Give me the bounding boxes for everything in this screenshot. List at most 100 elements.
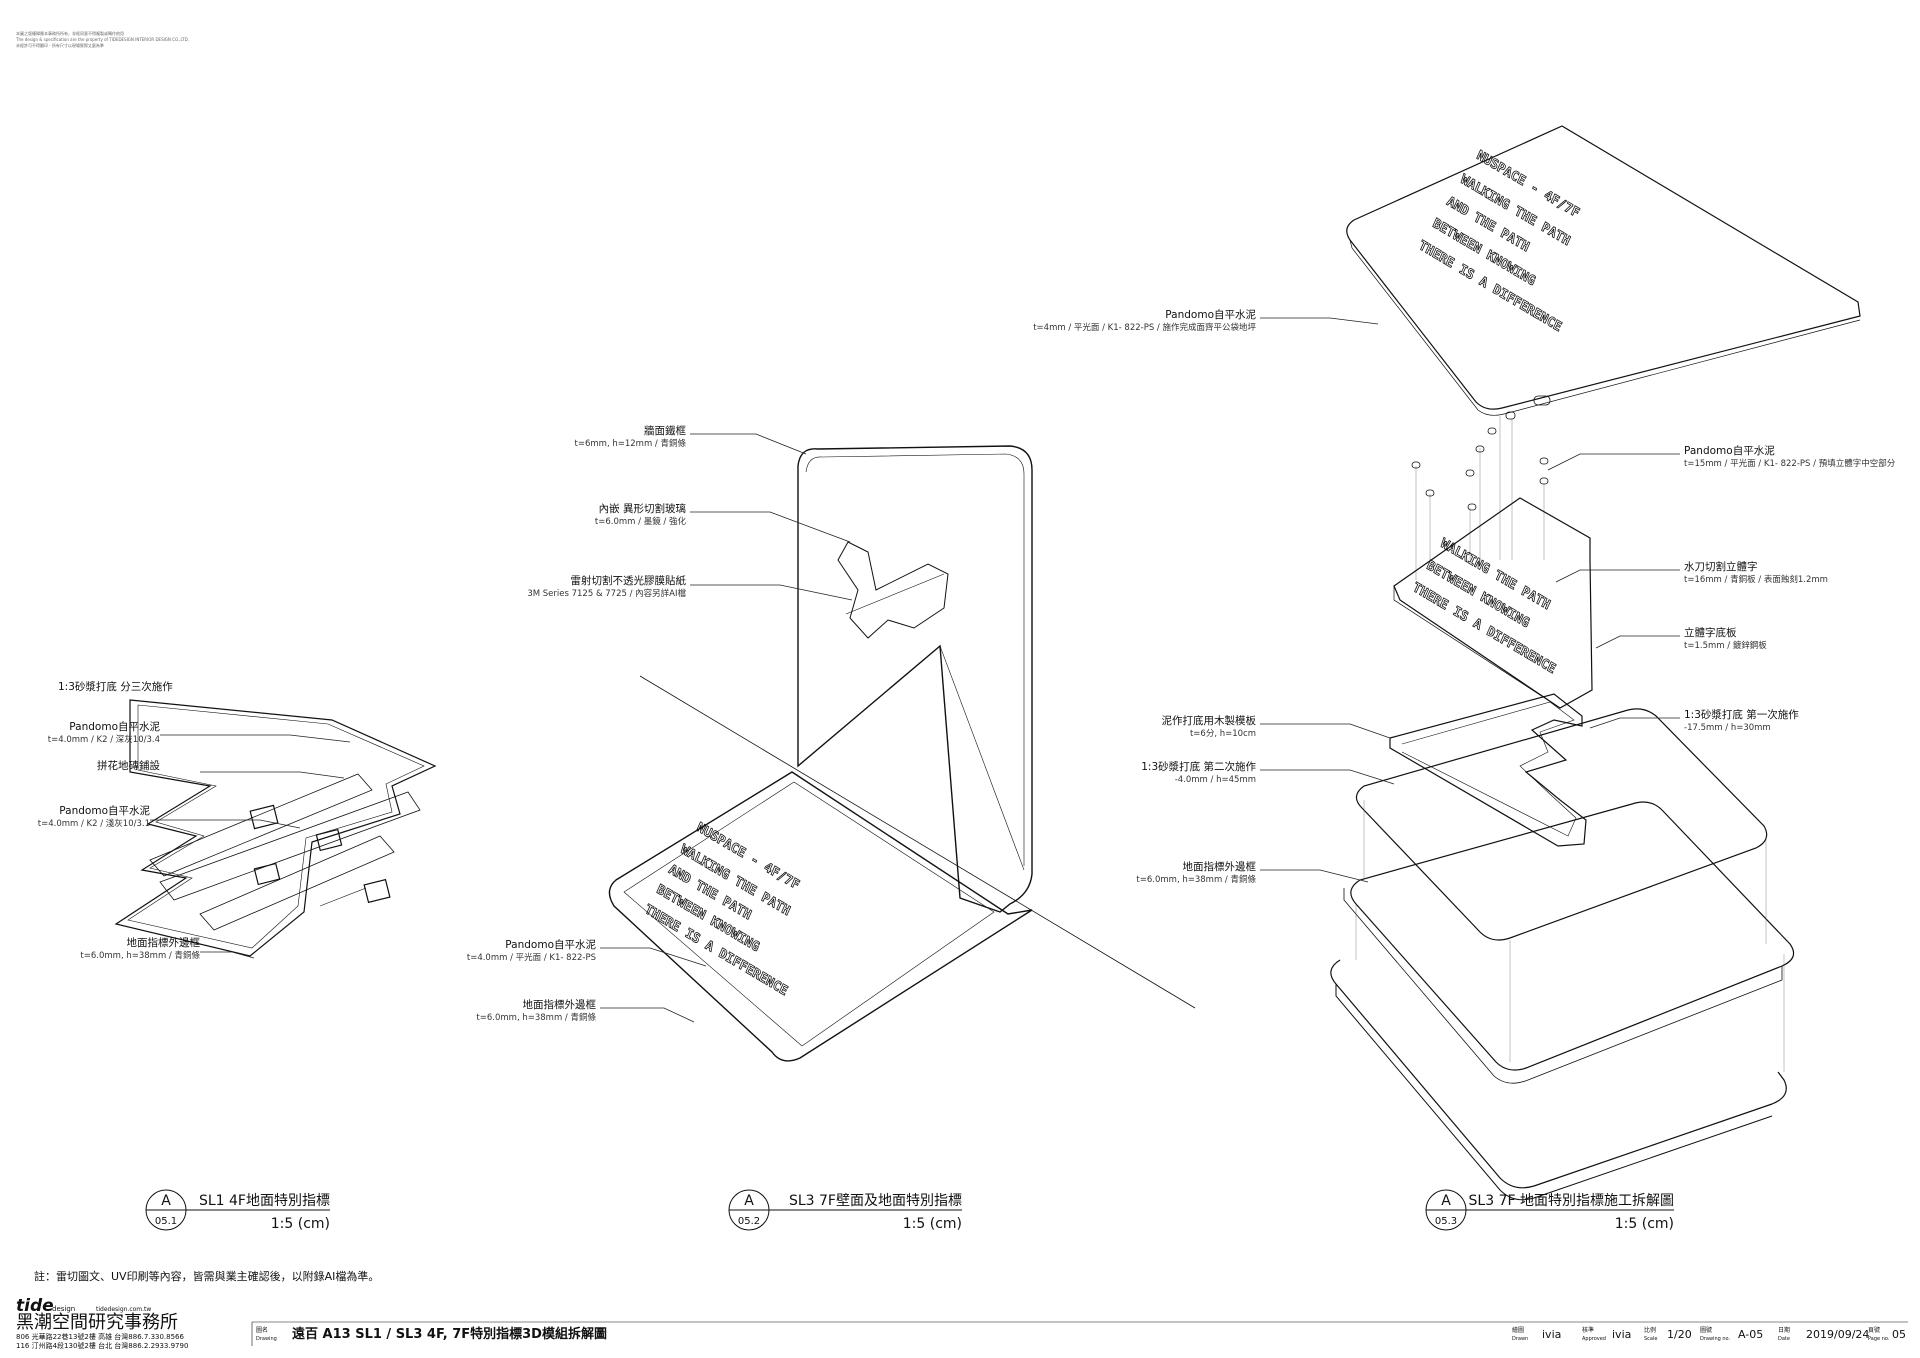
callout-sub: t=6分, h=10cm (1190, 729, 1256, 739)
floor-panel-inner (623, 781, 995, 1047)
callout-sub: t=4mm / 平光面 / K1- 822-PS / 施作完成面齊平公袋地坪 (1033, 322, 1256, 333)
drawing-title-2: A 05.2 SL3 7F壁面及地面特別指標 1:5 (cm) (728, 1189, 962, 1232)
exploded-top-plate (1346, 125, 1861, 410)
section-ref: 05.2 (738, 1216, 760, 1227)
drawing-scale: 1:5 (cm) (271, 1216, 330, 1232)
callout-title: 牆面鐵框 (644, 424, 686, 437)
callout-title: 1:3砂漿打底 第二次施作 (1141, 760, 1256, 773)
drawing-scale: 1:5 (cm) (1615, 1216, 1674, 1232)
drawing-title-3: A 05.3 SL3 7F 地面特別指標施工拆解圖 1:5 (cm) (1425, 1189, 1674, 1232)
field-value: A-05 (1738, 1328, 1763, 1341)
field-label-en: Page no. (1868, 1336, 1890, 1342)
callout-title: Pandomo自平水泥 (1165, 308, 1256, 321)
general-note: 註：雷切圖文、UV印刷等內容，皆需與業主確認後，以附錄AI檔為準。 (34, 1269, 379, 1283)
callout-title: Pandomo自平水泥 (505, 938, 596, 951)
callout-title: 內嵌 異形切割玻璃 (599, 502, 686, 515)
title-field: 頁號 Page no. 05 (1868, 1326, 1906, 1342)
callout-title: 地面指標外邊框 (127, 936, 201, 949)
firm-name: 黑潮空間研究事務所 (16, 1312, 178, 1333)
sl3-exploded-callouts: Pandomo自平水泥 t=4mm / 平光面 / K1- 822-PS / 施… (1033, 308, 1895, 885)
section-letter: A (161, 1193, 171, 1209)
section-ref: 05.1 (155, 1216, 177, 1227)
sl1-band (199, 835, 395, 931)
field-label: 頁號 (1868, 1326, 1880, 1334)
callout-title: Pandomo自平水泥 (59, 804, 150, 817)
fine-print-line: 本圖之版權歸屬本事務所所有，非經同意不得複製或轉作他用 (16, 30, 124, 36)
field-label-en: Scale (1644, 1336, 1657, 1342)
callout-title: 立體字底板 (1684, 626, 1737, 639)
callout-sub: t=4.0mm / K2 / 淺灰10/3.1 (38, 818, 150, 829)
exploded-base-plate (1355, 708, 1768, 941)
callout-sub: t=6.0mm, h=38mm / 青銅條 (1136, 874, 1256, 885)
title-field: 繪圖 Drawn ivia (1512, 1326, 1561, 1342)
wall-panel-inner (805, 453, 1025, 866)
section-ref: 05.3 (1435, 1216, 1457, 1227)
title-block: tide design tidedesign.com.tw 黑潮空間研究事務所 … (16, 1296, 1908, 1350)
sl1-icon-box (363, 878, 391, 904)
sl1-band (149, 773, 373, 877)
sl3-exploded-leaders (1260, 317, 1680, 883)
callout-title: 雷射切割不透光膠膜貼紙 (571, 574, 687, 587)
title-field: 日期 Date 2019/09/24 (1778, 1326, 1869, 1342)
firm-logo-sub: design (52, 1305, 75, 1313)
field-label-en: Approved (1582, 1336, 1606, 1342)
drawing-title: SL3 7F 地面特別指標施工拆解圖 (1469, 1193, 1674, 1209)
field-label: 圖號 (1700, 1326, 1712, 1334)
field-label: 核準 (1582, 1326, 1594, 1334)
floor-panel (608, 771, 1033, 1062)
callout-title: 泥作打底用木製模板 (1162, 714, 1257, 727)
drawing-label: 圖名 (256, 1326, 268, 1334)
header-fine-print: 本圖之版權歸屬本事務所所有，非經同意不得複製或轉作他用 The design &… (15, 30, 189, 48)
callout-title: 1:3砂漿打底 第一次施作 (1684, 708, 1799, 721)
sl3-floor-text: NUSPACE - 4F/7F WALKING THE PATH AND THE… (642, 820, 802, 1000)
field-value: ivia (1612, 1328, 1631, 1341)
field-value: 2019/09/24 (1806, 1328, 1869, 1341)
sl3-wall-leaders (600, 433, 853, 1023)
callout-title: 拼花地磚鋪設 (97, 759, 160, 772)
field-value: 05 (1892, 1328, 1906, 1341)
sl3-exploded-text: NUSPACE - 4F/7F WALKING THE PATH AND THE… (1410, 148, 1582, 678)
callout-sub: t=4.0mm / 平光面 / K1- 822-PS (467, 952, 596, 963)
fine-print-line: 未經許可不得翻印 · 所有尺寸以現場實際丈量為準 (16, 42, 104, 48)
section-letter: A (1441, 1193, 1451, 1209)
drawing-scale: 1:5 (cm) (903, 1216, 962, 1232)
callout-sub: t=16mm / 青銅板 / 表面蝕刻1.2mm (1684, 574, 1828, 585)
callout-sub: 3M Series 7125 & 7725 / 內容另詳AI檔 (527, 588, 686, 599)
exploded-bottom-frame (1330, 959, 1787, 1189)
sl1-drawing (114, 699, 437, 957)
callout-sub: t=15mm / 平光面 / K1- 822-PS / 預填立體字中空部分 (1684, 458, 1896, 469)
callout-title: 地面指標外邊框 (523, 998, 597, 1011)
drawing-title: SL1 4F地面特別指標 (199, 1193, 330, 1209)
sl1-leaders (150, 734, 351, 959)
exploded-base-plate (1350, 801, 1795, 1071)
sl1-outline (114, 699, 437, 957)
callout-title: 水刀切割立體字 (1684, 560, 1758, 573)
fine-print-line: The design & specification are the prope… (15, 37, 189, 42)
section-letter: A (744, 1193, 754, 1209)
firm-website: tidedesign.com.tw (96, 1306, 151, 1313)
drawing-title-1: A 05.1 SL1 4F地面特別指標 1:5 (cm) (145, 1189, 330, 1232)
field-label-en: Drawn (1512, 1336, 1528, 1342)
callout-sub: -4.0mm / h=45mm (1175, 775, 1256, 785)
callout-title: 1:3砂漿打底 分三次施作 (58, 680, 173, 693)
glass-inlay (837, 541, 949, 639)
field-value: 1/20 (1667, 1328, 1692, 1341)
callout-sub: t=6mm, h=12mm / 青銅條 (575, 438, 687, 449)
firm-logo: tide (16, 1296, 54, 1316)
callout-sub: t=6.0mm, h=38mm / 青銅條 (476, 1012, 596, 1023)
sl1-band (159, 791, 421, 901)
exploded-letter-plate (1393, 497, 1593, 709)
sl3-wall-drawing (608, 445, 1196, 1062)
title-field: 核準 Approved ivia (1582, 1326, 1631, 1342)
exploded-formwork (1389, 693, 1587, 847)
callout-sub: t=6.0mm, h=38mm / 青銅條 (80, 950, 200, 961)
sl1-icon-box (253, 862, 281, 886)
sl3-exploded-drawing (1330, 125, 1861, 1201)
title-field: 比例 Scale 1/20 (1644, 1326, 1692, 1342)
field-label-en: Date (1778, 1336, 1790, 1342)
drawing-title-main: 遠百 A13 SL1 / SL3 4F, 7F特別指標3D模組拆解圖 (292, 1326, 607, 1342)
callout-title: 地面指標外邊框 (1183, 860, 1257, 873)
title-field: 圖號 Drawing no. A-05 (1700, 1326, 1763, 1342)
sl1-icon-box (315, 828, 343, 852)
